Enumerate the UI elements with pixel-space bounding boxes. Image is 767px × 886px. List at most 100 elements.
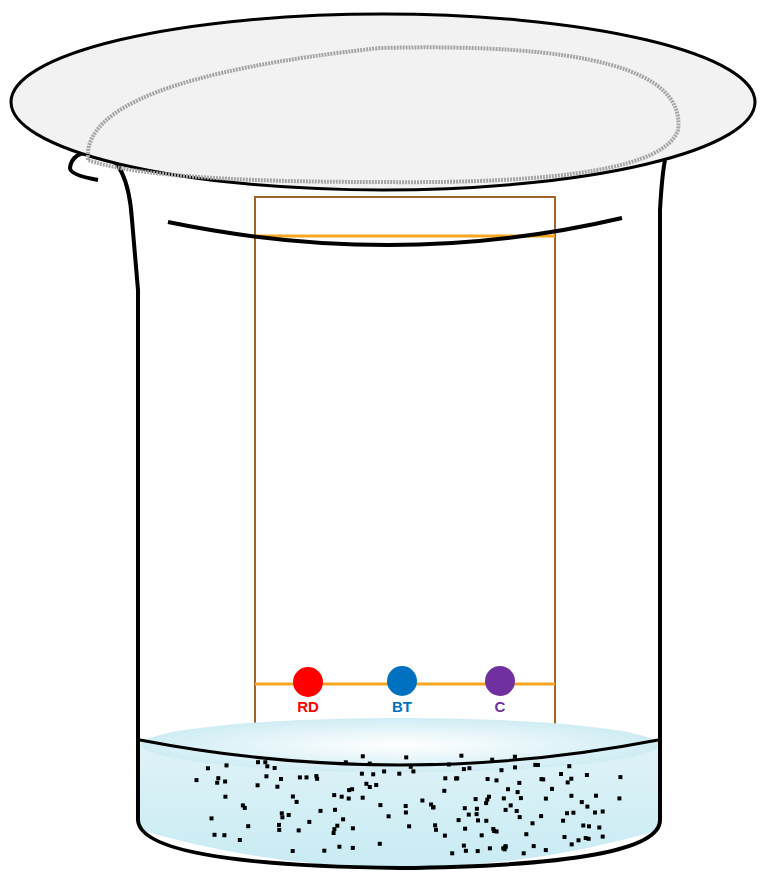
speck [476, 818, 480, 822]
speck [319, 809, 323, 813]
speck [580, 800, 584, 804]
speck [567, 764, 571, 768]
speck [256, 760, 260, 764]
speck [462, 767, 466, 771]
speck [222, 833, 226, 837]
speck [287, 813, 291, 817]
speck [307, 820, 311, 824]
speck [513, 765, 517, 769]
speck [420, 799, 424, 803]
speck [443, 776, 447, 780]
speck [584, 836, 588, 840]
spot-label: C [493, 699, 508, 715]
speck [279, 777, 283, 781]
speck [433, 823, 437, 827]
speck [581, 824, 585, 828]
speck [225, 763, 229, 767]
speck [492, 829, 496, 833]
speck [347, 797, 351, 801]
speck [443, 834, 447, 838]
speck [195, 778, 199, 782]
speck [411, 769, 415, 773]
speck [532, 844, 536, 848]
beaker-bottom [138, 740, 660, 868]
speck [382, 769, 386, 773]
speck [434, 828, 438, 832]
speck [332, 793, 336, 797]
beaker-left-wall [70, 152, 138, 740]
speck [341, 817, 345, 821]
speck [332, 827, 336, 831]
speck [504, 808, 508, 812]
speck [480, 833, 484, 837]
speck [464, 849, 468, 853]
speck [495, 778, 499, 782]
speck [277, 828, 281, 832]
beaker-rim [168, 218, 622, 245]
speck [378, 842, 382, 846]
speck [450, 851, 454, 855]
speck [618, 775, 622, 779]
speck [305, 775, 309, 779]
speck [273, 766, 277, 770]
speck [522, 851, 526, 855]
speck [315, 777, 319, 781]
speck [455, 776, 459, 780]
speck [265, 764, 269, 768]
speck [246, 824, 250, 828]
speck [484, 819, 488, 823]
speck [462, 844, 466, 848]
speck [263, 760, 267, 764]
speck [484, 801, 488, 805]
speck [295, 800, 299, 804]
speck [206, 766, 210, 770]
spot-label: RD [295, 699, 321, 715]
speck [291, 849, 295, 853]
speck [617, 796, 621, 800]
speck [241, 803, 245, 807]
speck [351, 846, 355, 850]
speck [585, 805, 589, 809]
speck [404, 811, 408, 815]
speck [597, 826, 601, 830]
speck [397, 772, 401, 776]
speck [280, 811, 284, 815]
solvent-line [140, 740, 658, 765]
speck [594, 794, 598, 798]
speck [404, 755, 408, 759]
speck [374, 783, 378, 787]
speck [593, 811, 597, 815]
speck [513, 755, 517, 759]
speck [565, 811, 569, 815]
speck [210, 816, 214, 820]
watch-glass-rim [88, 47, 679, 182]
speck [577, 838, 581, 842]
speck [459, 754, 463, 758]
speck [332, 831, 336, 835]
purple-spot [485, 666, 515, 696]
speck [216, 776, 220, 780]
spot-label: BT [390, 699, 414, 715]
speck [515, 809, 519, 813]
speck [500, 768, 504, 772]
speck [544, 797, 548, 801]
speck [407, 824, 411, 828]
speck [601, 835, 605, 839]
speck [503, 847, 507, 851]
speck [351, 826, 355, 830]
blue-spot [387, 666, 417, 696]
speck [463, 806, 467, 810]
speck [517, 781, 521, 785]
speck [531, 821, 535, 825]
speck [215, 781, 219, 785]
speck [516, 790, 520, 794]
speck [474, 797, 478, 801]
speck [509, 803, 513, 807]
speck [506, 787, 510, 791]
speck [502, 796, 506, 800]
speck [297, 828, 301, 832]
speck [569, 794, 573, 798]
speck [333, 808, 337, 812]
speck [585, 773, 589, 777]
